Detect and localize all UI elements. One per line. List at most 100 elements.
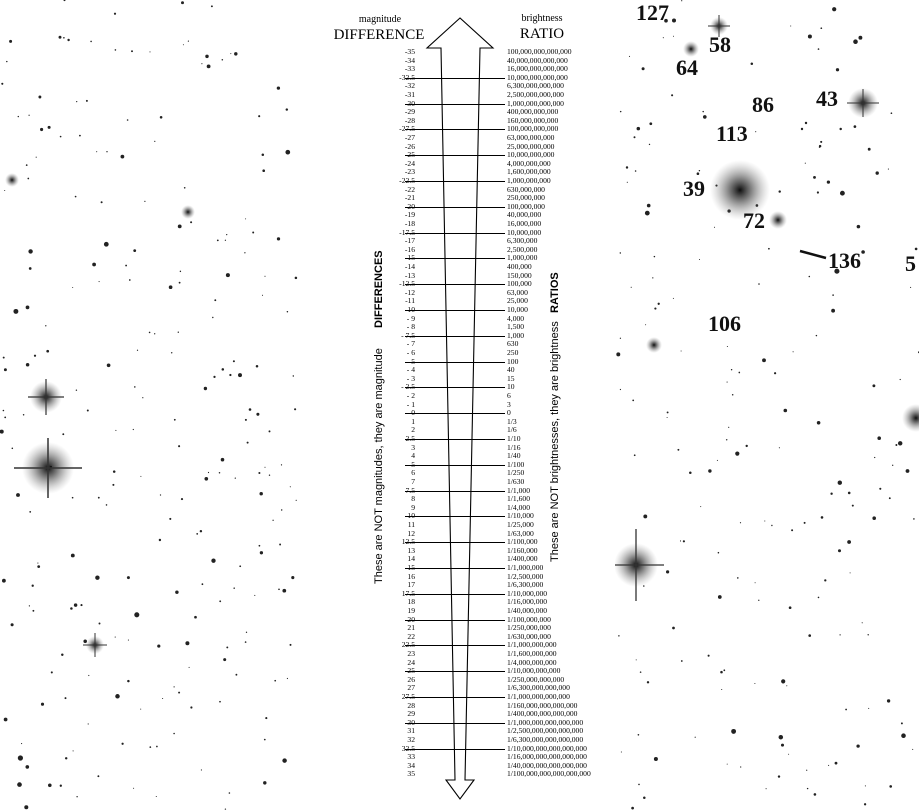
faint-star (61, 653, 64, 657)
magnitude-difference-value: - 5 (406, 356, 415, 366)
brightness-ratio-value: 630,000,000 (507, 184, 545, 194)
scale-tick-line (405, 258, 505, 260)
magnitude-difference-value: - 4 (406, 365, 415, 375)
brightness-ratio-value: 0 (507, 408, 511, 418)
magnitude-difference-value: -10 (404, 305, 415, 314)
faint-star (48, 783, 52, 788)
faint-star (188, 666, 190, 668)
star-label: 113 (716, 121, 748, 146)
magnitude-difference-value: - 7.5 (401, 330, 415, 340)
faint-star (633, 136, 636, 139)
magnitude-difference-value: -16 (404, 244, 415, 254)
star-label: 58 (709, 32, 731, 57)
faint-star (187, 40, 189, 42)
magnitude-difference-value: 7 (411, 477, 415, 486)
faint-star (63, 37, 65, 39)
faint-star (134, 612, 140, 618)
brightness-ratio-value: 6,300,000 (507, 236, 538, 246)
faint-star (847, 491, 851, 495)
brightness-ratio-value: 1/160,000,000,000,000 (507, 700, 578, 710)
faint-star (127, 639, 129, 641)
faint-star (246, 441, 249, 444)
faint-star (258, 544, 261, 547)
faint-star (879, 487, 882, 490)
magnitude-difference-value: 32.5 (401, 743, 415, 753)
magnitude-difference-value: -19 (404, 210, 415, 220)
faint-star (723, 669, 726, 672)
magnitude-difference-value: 17.5 (401, 588, 415, 598)
faint-star (235, 673, 238, 676)
faint-star (158, 538, 162, 542)
scale-tick-line (405, 129, 505, 131)
faint-star (256, 412, 260, 416)
magnitude-difference-value: 32 (407, 735, 415, 744)
magnitude-difference-value: -12.5 (399, 279, 415, 289)
brightness-ratio-value: 1/250 (507, 468, 525, 478)
magnitude-difference-value: 15 (407, 563, 415, 572)
brightness-ratio-value: 1/250,000,000 (507, 623, 551, 633)
faint-star (845, 708, 847, 711)
faint-star (910, 286, 912, 288)
faint-star (127, 679, 130, 683)
faint-star (672, 35, 675, 37)
star-label: 39 (683, 176, 705, 201)
faint-star (726, 763, 728, 765)
magnitude-difference-value: 35 (407, 769, 415, 779)
faint-star (254, 594, 256, 596)
scale-tick-line (405, 722, 505, 724)
brightness-ratio-value: 1/3 (507, 416, 517, 426)
faint-star (280, 509, 283, 511)
faint-star (830, 492, 833, 495)
faint-star (180, 498, 184, 501)
faint-star (764, 520, 766, 522)
faint-star (783, 408, 788, 413)
brightness-ratio-value: 1,000,000,000,000 (507, 98, 564, 108)
faint-star (199, 529, 203, 533)
faint-star (792, 351, 794, 353)
magnitude-difference-value: 2.5 (405, 434, 416, 443)
faint-star (726, 345, 728, 348)
faint-star (790, 25, 792, 27)
faint-star (40, 127, 44, 132)
ratio-header: RATIO (519, 26, 565, 42)
scale-tick-line (405, 697, 505, 698)
magnitude-difference-value: - 6 (406, 348, 415, 357)
faint-star (25, 363, 30, 367)
faint-star (867, 147, 871, 151)
scale-tick-line (405, 490, 505, 492)
faint-star (259, 551, 264, 555)
brightness-ratio-value: 1,000 (507, 330, 525, 340)
faint-star (86, 409, 89, 412)
magnitude-difference-value: 16 (407, 571, 415, 581)
magnitude-difference-value: 29 (407, 709, 415, 719)
brightness-ratio-value: 250 (507, 348, 519, 357)
faint-star (717, 551, 720, 554)
brightness-ratio-value: 3 (507, 399, 511, 409)
star-label: 86 (752, 92, 774, 117)
faint-star (890, 112, 893, 115)
brightness-ratio-value: 25,000,000,000 (507, 141, 555, 151)
faint-star (252, 231, 255, 234)
faint-star (162, 697, 164, 700)
star-label: 64 (676, 55, 698, 80)
magnitude-difference-value: 34 (407, 760, 415, 770)
faint-star (261, 153, 265, 157)
faint-star (115, 694, 120, 699)
brightness-ratio-value: 100,000 (507, 279, 532, 289)
faint-star (619, 337, 622, 339)
bright-star (902, 404, 919, 432)
brightness-ratio-value: 1/16 (507, 442, 521, 452)
magnitude-difference-value: -23 (404, 167, 415, 177)
faint-star (28, 249, 33, 254)
faint-star (47, 125, 51, 129)
faint-star (201, 583, 204, 586)
faint-star (59, 784, 62, 787)
faint-star (626, 181, 628, 183)
faint-star (103, 241, 109, 247)
magnitude-difference-value: 9 (411, 502, 415, 512)
brightness-ratio-value: 1/6 (507, 425, 517, 435)
brightness-ratio-value: 630 (507, 339, 519, 349)
faint-star (294, 408, 297, 411)
magnitude-difference-value: -22 (404, 184, 415, 194)
